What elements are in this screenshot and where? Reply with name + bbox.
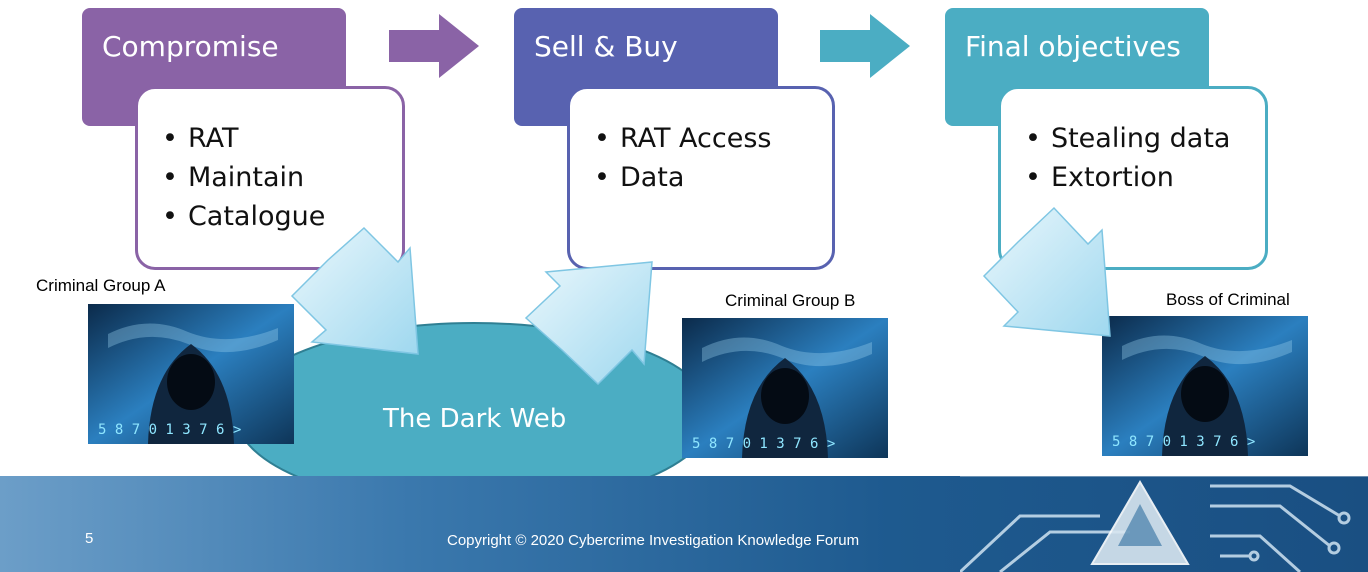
list-item: Stealing data — [1025, 119, 1265, 158]
list-item: Maintain — [162, 158, 402, 197]
list-item: RAT Access — [594, 119, 832, 158]
stage-box-sell-buy: RAT Access Data — [567, 86, 835, 270]
dark-web-label: The Dark Web — [383, 404, 567, 434]
list-item: RAT — [162, 119, 402, 158]
circuit-logo-icon — [960, 476, 1368, 572]
list-item: Data — [594, 158, 832, 197]
stage-list-sell-buy: RAT Access Data — [594, 119, 832, 197]
stage-title-final-objectives: Final objectives — [965, 30, 1181, 63]
svg-text:5 8 7 0 1 3 7 6 >: 5 8 7 0 1 3 7 6 > — [98, 422, 241, 438]
svg-text:5 8 7 0 1 3 7 6 >: 5 8 7 0 1 3 7 6 > — [692, 436, 835, 452]
footer-band — [0, 476, 1368, 572]
label-boss-of-criminal: Boss of Criminal — [1166, 290, 1290, 309]
flow-arrow-2-icon — [820, 14, 910, 78]
stage-box-final-objectives: Stealing data Extortion — [998, 86, 1268, 270]
flow-arrow-1-icon — [389, 14, 479, 78]
label-criminal-group-a: Criminal Group A — [36, 276, 166, 295]
page-number: 5 — [85, 530, 94, 547]
hacker-image-group-a: 5 8 7 0 1 3 7 6 > — [88, 304, 294, 444]
stage-title-compromise: Compromise — [102, 30, 279, 63]
hacker-image-group-b: 5 8 7 0 1 3 7 6 > — [682, 318, 888, 458]
list-item: Catalogue — [162, 197, 402, 236]
svg-text:5 8 7 0 1 3 7 6 >: 5 8 7 0 1 3 7 6 > — [1112, 434, 1255, 450]
arrow-to-sell-buy-icon — [524, 261, 653, 386]
stage-box-compromise: RAT Maintain Catalogue — [135, 86, 405, 270]
stage-list-compromise: RAT Maintain Catalogue — [162, 119, 402, 236]
copyright-text: Copyright © 2020 Cybercrime Investigatio… — [447, 532, 860, 549]
stage-title-sell-buy: Sell & Buy — [534, 30, 678, 63]
stage-list-final-objectives: Stealing data Extortion — [1025, 119, 1265, 197]
hacker-image-boss: 5 8 7 0 1 3 7 6 > — [1102, 316, 1308, 456]
label-criminal-group-b: Criminal Group B — [725, 291, 856, 310]
list-item: Extortion — [1025, 158, 1265, 197]
